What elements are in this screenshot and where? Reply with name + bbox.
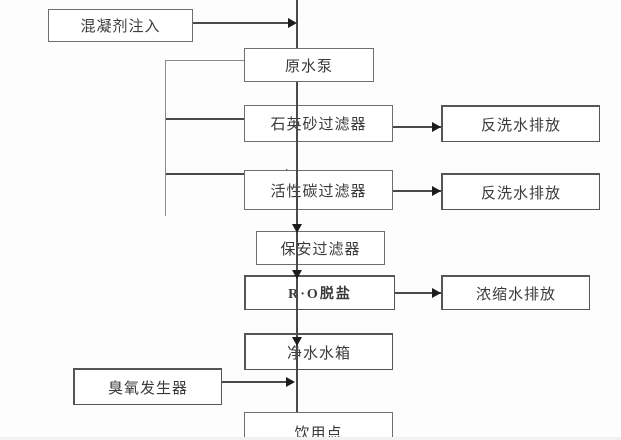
arrowhead-carbon-to-backwash2 (432, 186, 441, 196)
arrowhead-into-clean-tank (292, 337, 302, 346)
node-concentrate-discharge[interactable]: 浓缩水排放 (441, 275, 590, 310)
node-label-backwash-discharge-2: 反洗水排放 (480, 185, 561, 202)
edge-carbon-to-backwash2 (393, 190, 441, 192)
edge-branch-to-carbon (166, 173, 288, 175)
edge-pump-to-branch (165, 60, 245, 61)
node-label-security-filter: 保安过滤器 (280, 241, 361, 258)
main-flow-line-carbon-to-safety (296, 210, 298, 231)
edge-coagulant-to-main (193, 22, 289, 24)
arrowhead-quartz-to-backwash1 (432, 122, 441, 132)
node-raw-water-pump[interactable]: 原水泵 (244, 48, 374, 82)
node-activated-carbon-filter[interactable]: 活性碳过滤器 (244, 170, 393, 210)
main-flow-line-top (296, 0, 298, 48)
node-clean-water-tank[interactable]: 净水水箱 (244, 333, 393, 370)
main-flow-line-pump-to-quartz (296, 82, 298, 105)
node-label-raw-water-pump: 原水泵 (284, 58, 333, 75)
node-coagulant-injection[interactable]: 混凝剂注入 (48, 9, 193, 42)
canvas-bottom-edge (0, 437, 621, 440)
backwash-branch-trunk (165, 60, 166, 216)
node-label-concentrate-discharge: 浓缩水排放 (475, 286, 556, 303)
node-label-ro-desalting: R·O脱盐 (288, 287, 352, 302)
arrowhead-into-safety-filter (292, 224, 302, 233)
node-ro-desalting[interactable]: R·O脱盐 (244, 275, 395, 310)
node-backwash-discharge-2[interactable]: 反洗水排放 (441, 173, 600, 210)
node-label-backwash-discharge-1: 反洗水排放 (480, 117, 561, 134)
main-flow-line-quartz-to-carbon (296, 142, 298, 170)
main-flow-line-through-ro (296, 275, 298, 310)
node-label-coagulant-injection: 混凝剂注入 (80, 19, 161, 35)
arrowhead-into-ro-desalting (292, 270, 302, 279)
node-quartz-sand-filter[interactable]: 石英砂过滤器 (244, 105, 393, 142)
main-flow-line-through-safety (296, 231, 298, 265)
node-label-clean-water-tank: 净水水箱 (286, 345, 351, 362)
main-flow-line-tank-to-drinking (296, 370, 298, 412)
arrowhead-ozone-to-main (286, 377, 295, 387)
node-backwash-discharge-1[interactable]: 反洗水排放 (441, 105, 600, 142)
node-label-drinking-point: 饮用点 (294, 425, 343, 440)
edge-ro-to-concentrate (395, 292, 441, 294)
arrowhead-coagulant-to-main (288, 18, 297, 28)
main-flow-line-ro-to-tank (296, 310, 298, 333)
edge-quartz-to-backwash1 (393, 126, 441, 128)
node-security-filter[interactable]: 保安过滤器 (256, 231, 385, 265)
node-drinking-point[interactable]: 饮用点 (244, 412, 393, 440)
main-flow-line-through-quartz (296, 105, 298, 142)
main-flow-line-through-carbon (296, 170, 298, 210)
edge-branch-to-quartz (166, 118, 288, 120)
node-label-quartz-sand-filter: 石英砂过滤器 (270, 117, 367, 133)
arrowhead-ro-to-concentrate (432, 288, 441, 298)
node-label-activated-carbon-filter: 活性碳过滤器 (270, 183, 367, 200)
node-ozone-generator[interactable]: 臭氧发生器 (73, 368, 222, 405)
main-flow-line-through-tank (296, 333, 298, 370)
node-label-ozone-generator: 臭氧发生器 (107, 380, 188, 397)
edge-ozone-to-main (222, 381, 289, 383)
